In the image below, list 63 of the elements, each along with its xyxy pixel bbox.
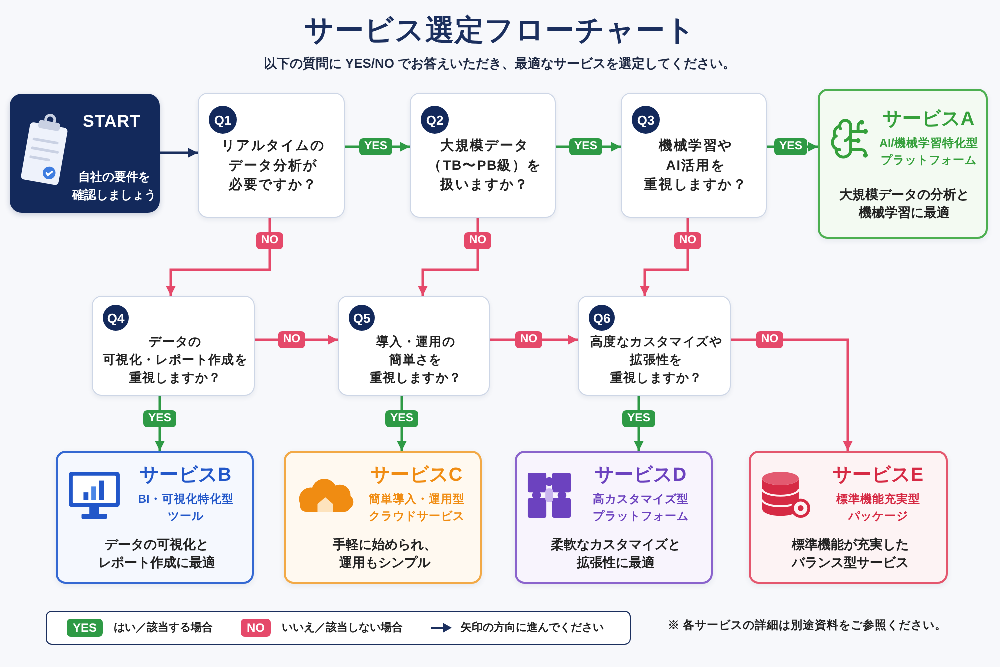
question-text: 導入・運用の簡単さを重視しますか？ (368, 334, 464, 387)
service-description: 大規模データの分析と機械学習に最適 (838, 186, 970, 222)
edge-label: YES (774, 138, 808, 156)
question-number: Q1 (209, 106, 237, 134)
question-number: Q5 (349, 305, 375, 331)
service-card (515, 451, 713, 584)
legend-text: いいえ／該当しない場合 (282, 621, 404, 635)
question-text: 高度なカスタマイズや拡張性を重視しますか？ (590, 334, 724, 387)
service-name: サービスD (594, 464, 688, 488)
service-card (56, 451, 254, 584)
service-card (818, 89, 988, 239)
edge-label: NO (278, 332, 306, 348)
legend-text: 矢印の方向に進んでください (461, 621, 604, 635)
service-description: データの可視化とレポート作成に最適 (98, 536, 216, 572)
edge-label: YES (360, 138, 392, 156)
edge-label: NO (256, 232, 284, 250)
start-label: START (83, 112, 141, 132)
question-number: Q4 (103, 305, 129, 331)
legend-text: はい／該当する場合 (114, 621, 214, 635)
footnote: ※ 各サービスの詳細は別途資料をご参照ください。 (668, 619, 948, 633)
question-box (410, 93, 556, 218)
edge-label: YES (144, 410, 176, 428)
title: サービス選定フローチャート (304, 14, 696, 49)
edge-label: NO (756, 332, 784, 348)
question-box (578, 296, 731, 396)
start-box (10, 94, 160, 213)
question-text: 機械学習やAI活用を重視しますか？ (643, 137, 749, 194)
question-number: Q3 (632, 106, 660, 134)
service-description: 手軽に始められ、運用もシンプル (332, 536, 438, 572)
edge-label: YES (570, 138, 602, 156)
service-card (749, 451, 948, 584)
subtitle: 以下の質問に YES/NO でお答えいただき、最適なサービスを選定してください。 (264, 55, 736, 73)
service-type: AI/機械学習特化型プラットフォーム (880, 136, 978, 169)
service-type: 標準機能充実型パッケージ (836, 492, 920, 525)
edge-label: NO (515, 332, 543, 348)
flow-arrow (160, 148, 198, 158)
question-text: 大規模データ（TB〜PB級）を扱いますか？ (427, 137, 543, 194)
edge-label: YES (622, 410, 656, 428)
question-number: Q6 (589, 305, 615, 331)
question-text: データの可視化・レポート作成を重視しますか？ (102, 334, 250, 387)
question-text: リアルタイムのデータ分析が必要ですか？ (220, 137, 326, 194)
service-name: サービスE (832, 464, 924, 488)
legend-badge: YES (67, 619, 104, 637)
service-type: 高カスタマイズ型プラットフォーム (593, 492, 689, 525)
service-name: サービスA (882, 108, 976, 132)
question-box (338, 296, 490, 396)
edge-label: NO (464, 232, 492, 250)
question-box (92, 296, 255, 396)
service-name: サービスC (370, 464, 464, 488)
legend-badge: NO (241, 619, 272, 637)
service-description: 柔軟なカスタマイズと拡張性に最適 (550, 536, 682, 572)
service-name: サービスB (140, 464, 232, 488)
service-description: 標準機能が充実したバランス型サービス (790, 536, 910, 572)
service-card (284, 451, 482, 584)
service-type: 簡単導入・運用型クラウドサービス (369, 492, 465, 525)
question-number: Q2 (421, 106, 449, 134)
edge-label: YES (386, 410, 418, 428)
question-box (621, 93, 767, 218)
flow-arrow (731, 338, 853, 451)
start-text: 自社の要件を確認しましょう (71, 169, 158, 204)
question-box (198, 93, 345, 218)
edge-label: NO (674, 232, 702, 250)
service-type: BI・可視化特化型ツール (138, 492, 234, 525)
